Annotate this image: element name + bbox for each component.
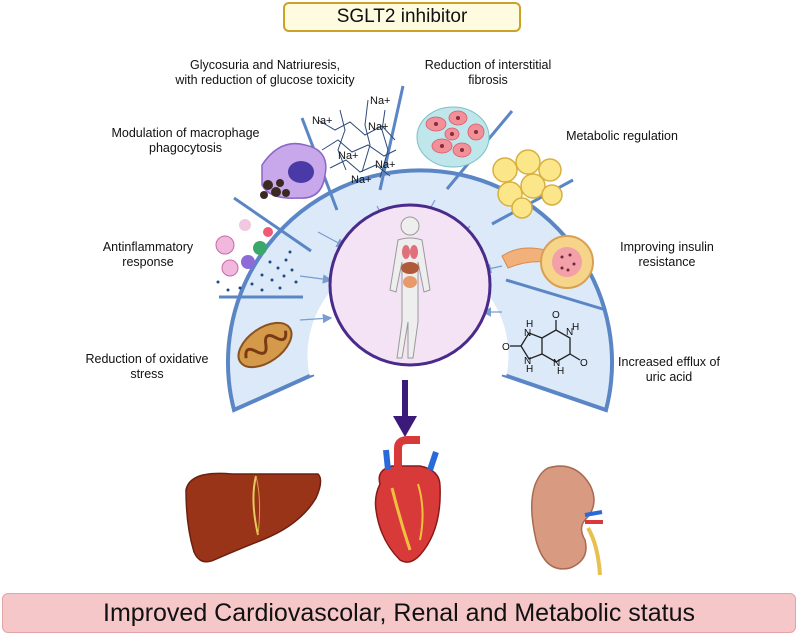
sodium-label: Na+	[368, 121, 389, 133]
sodium-label: Na+	[338, 150, 359, 162]
sodium-label: Na+	[351, 174, 372, 186]
uric-acid-structure-icon	[510, 320, 581, 363]
outcome-banner: Improved Cardiovascolar, Renal and Metab…	[2, 593, 796, 633]
title-text: SGLT2 inhibitor	[336, 6, 468, 27]
svg-text:H: H	[526, 364, 533, 375]
svg-text:O: O	[580, 358, 588, 369]
svg-text:N: N	[524, 328, 531, 339]
heart-icon	[374, 436, 441, 563]
label-metabolic: Metabolic regulation	[566, 129, 678, 143]
sodium-label: Na+	[312, 115, 333, 127]
svg-text:H: H	[526, 319, 533, 330]
svg-text:H: H	[572, 322, 579, 333]
svg-text:N: N	[566, 327, 573, 338]
sodium-labels: Na+ Na+ Na+ Na+ Na+ Na+	[312, 95, 396, 186]
svg-text:N: N	[524, 356, 531, 367]
macrophage-icon	[260, 142, 327, 199]
title-box: SGLT2 inhibitor	[283, 2, 521, 32]
human-body-icon	[389, 216, 431, 359]
down-arrow	[393, 380, 417, 437]
pancreas-islet-icon	[501, 235, 594, 289]
immune-cells-icon	[215, 219, 298, 292]
label-glycosuria: Glycosuria and Natriuresis,with reductio…	[175, 58, 355, 87]
uric-acid-atoms: H H H H N N N N O O O	[502, 310, 588, 377]
kidney-icon	[531, 465, 603, 576]
internal-organs-icon	[401, 245, 419, 288]
human-body-circle	[328, 203, 492, 367]
glucose-network-icon	[317, 99, 397, 179]
svg-text:O: O	[552, 310, 560, 321]
fibrosis-tissue-icon	[416, 106, 490, 168]
sodium-label: Na+	[370, 95, 391, 107]
outcome-text: Improved Cardiovascolar, Renal and Metab…	[103, 598, 695, 627]
liver-icon	[185, 472, 322, 563]
svg-text:O: O	[502, 342, 510, 353]
adipocytes-icon	[492, 149, 563, 219]
mitochondrion-icon	[237, 321, 293, 369]
svg-text:N: N	[553, 358, 560, 369]
mechanism-diagram: Na+ Na+ Na+ Na+ Na+ Na+	[185, 85, 614, 576]
svg-text:H: H	[557, 366, 564, 377]
sodium-label: Na+	[375, 159, 396, 171]
